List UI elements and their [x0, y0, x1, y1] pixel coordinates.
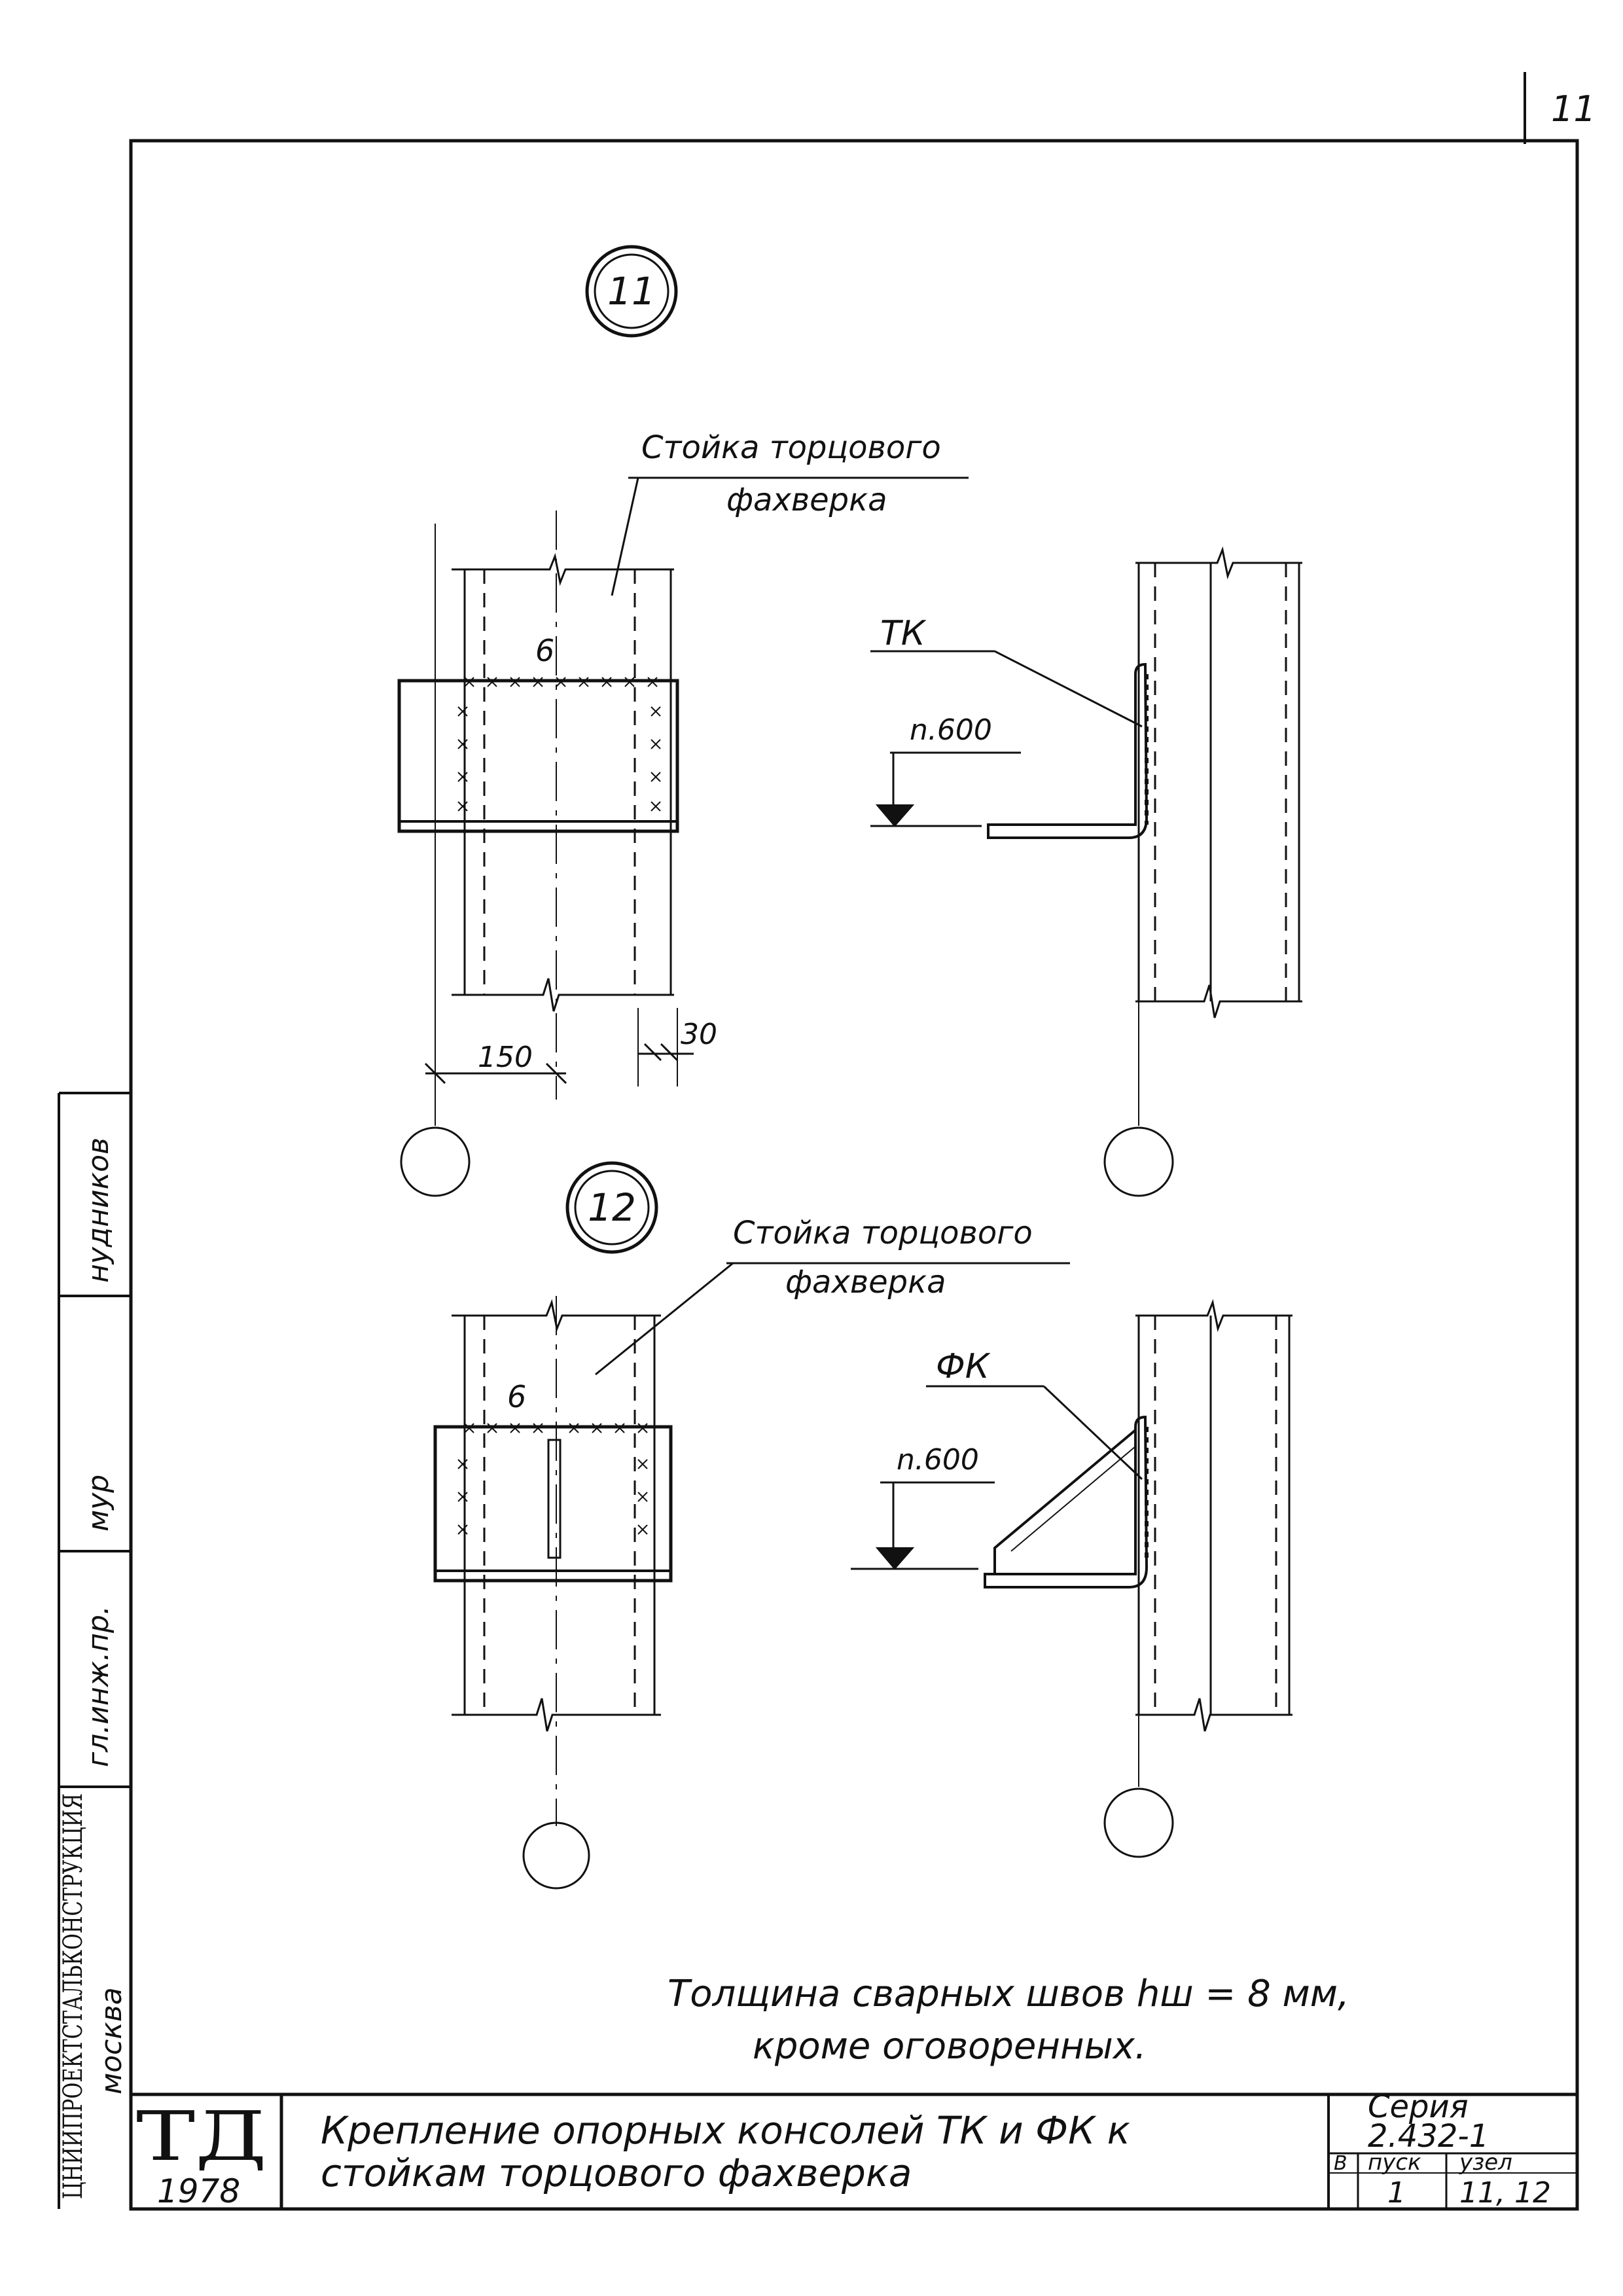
node-12-level-mark: n.600	[897, 1443, 979, 1477]
node-11-axis-bubble-right	[1103, 1126, 1174, 1197]
node-11-marker	[585, 245, 678, 338]
side-stamp-3: гл.инж.пр.	[82, 1605, 115, 1767]
node-11-front-view: 6 150 30	[397, 511, 717, 1197]
node-12-column-label-2: фахверка	[785, 1264, 946, 1300]
title-line-1: Крепление опорных консолей ТК и ФК к	[321, 2108, 1130, 2153]
node-11: 11 Стойка торцового фахверка 6	[397, 245, 1302, 1197]
node-11-column-label-2: фахверка	[726, 482, 887, 518]
title-line-2: стойкам торцового фахверка	[321, 2151, 912, 2195]
col-node-label: узел	[1459, 2149, 1512, 2176]
node-12-side-view: ФК n.600	[851, 1299, 1293, 1858]
node-11-bracket-label: ТК	[880, 614, 927, 653]
note-line-1: Толщина сварных швов hш = 8 мм,	[668, 1973, 1349, 2015]
node-11-side-view: ТК n.600	[870, 546, 1302, 1197]
side-stamp-2: мур	[82, 1475, 115, 1532]
side-stamp-1: нудников	[82, 1138, 115, 1283]
logo-td: ТД	[136, 2096, 267, 2176]
node-11-weld-size: 6	[535, 633, 554, 668]
node-11-dim-right: 30	[681, 1018, 717, 1051]
node-11-dim-left: 150	[478, 1041, 533, 1074]
node-12-column-label-1: Стойка торцового	[733, 1215, 1033, 1251]
node-11-number: 11	[607, 269, 656, 314]
node-12-front-view: 6	[433, 1296, 673, 1890]
node-12-axis-bubble-right	[1103, 1787, 1174, 1858]
node-12: 12 Стойка торцового фахверка 6	[433, 1161, 1293, 1890]
node-12-weld-size: 6	[507, 1379, 526, 1414]
release-value: 1	[1387, 2176, 1406, 2210]
title-block: ТД 1978 Крепление опорных консолей ТК и …	[131, 2089, 1577, 2210]
series-value: 2.432-1	[1368, 2118, 1489, 2155]
col-release-label: пуск	[1368, 2149, 1421, 2176]
year: 1978	[157, 2172, 240, 2210]
node-11-level-mark: n.600	[910, 713, 992, 747]
node-11-column-label-1: Стойка торцового	[641, 429, 941, 466]
node-value: 11, 12	[1459, 2176, 1551, 2210]
node-12-bracket-label: ФК	[936, 1347, 991, 1386]
weld-note: Толщина сварных швов hш = 8 мм, кроме ог…	[668, 1973, 1349, 2068]
page-number: 11	[1551, 88, 1596, 130]
node-12-axis-bubble-left	[522, 1821, 590, 1890]
side-stamp-4: ЦНИИПРОЕКТСТАЛЬКОНСТРУКЦИЯ	[58, 1793, 88, 2199]
col-r-label: В	[1334, 2152, 1347, 2175]
node-12-number: 12	[588, 1185, 636, 1230]
series-label: Серия	[1368, 2089, 1469, 2125]
side-stamp-5: москва	[95, 1987, 128, 2094]
node-12-marker	[565, 1161, 658, 1254]
side-stamp-column: нудников мур гл.инж.пр. ЦНИИПРОЕКТСТАЛЬК…	[58, 1092, 131, 2209]
note-line-2: кроме оговоренных.	[753, 2025, 1147, 2068]
sheet-frame	[129, 139, 1579, 2211]
page-number-corner: 11	[1524, 72, 1596, 144]
node-11-axis-bubble-left	[400, 1126, 471, 1197]
